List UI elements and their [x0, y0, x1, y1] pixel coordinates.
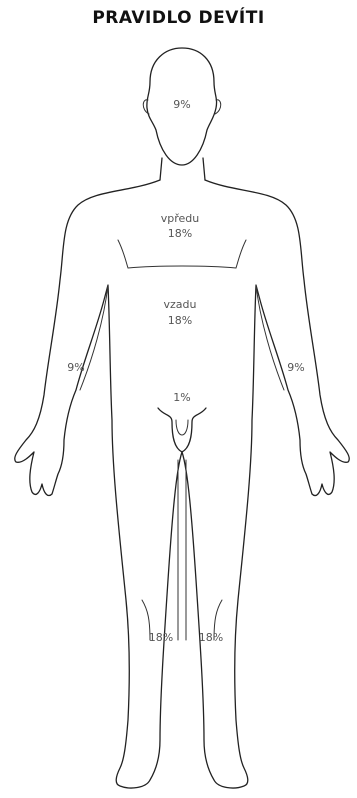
genital-outline: [158, 408, 206, 452]
label-back-pct: 18%: [168, 314, 192, 327]
label-genital: 1%: [173, 391, 190, 404]
label-arm-right: 9%: [67, 361, 84, 374]
neck-outline: [160, 158, 205, 180]
genital-inner: [176, 420, 188, 435]
label-back-word: vzadu: [164, 298, 197, 311]
chest-line: [118, 240, 246, 268]
label-head: 9%: [173, 98, 190, 111]
label-leg-right: 18%: [149, 631, 173, 644]
label-arm-left: 9%: [287, 361, 304, 374]
label-chest-word: vpředu: [161, 212, 200, 225]
body-outline: [15, 180, 350, 788]
label-leg-left: 18%: [199, 631, 223, 644]
label-chest-pct: 18%: [168, 227, 192, 240]
